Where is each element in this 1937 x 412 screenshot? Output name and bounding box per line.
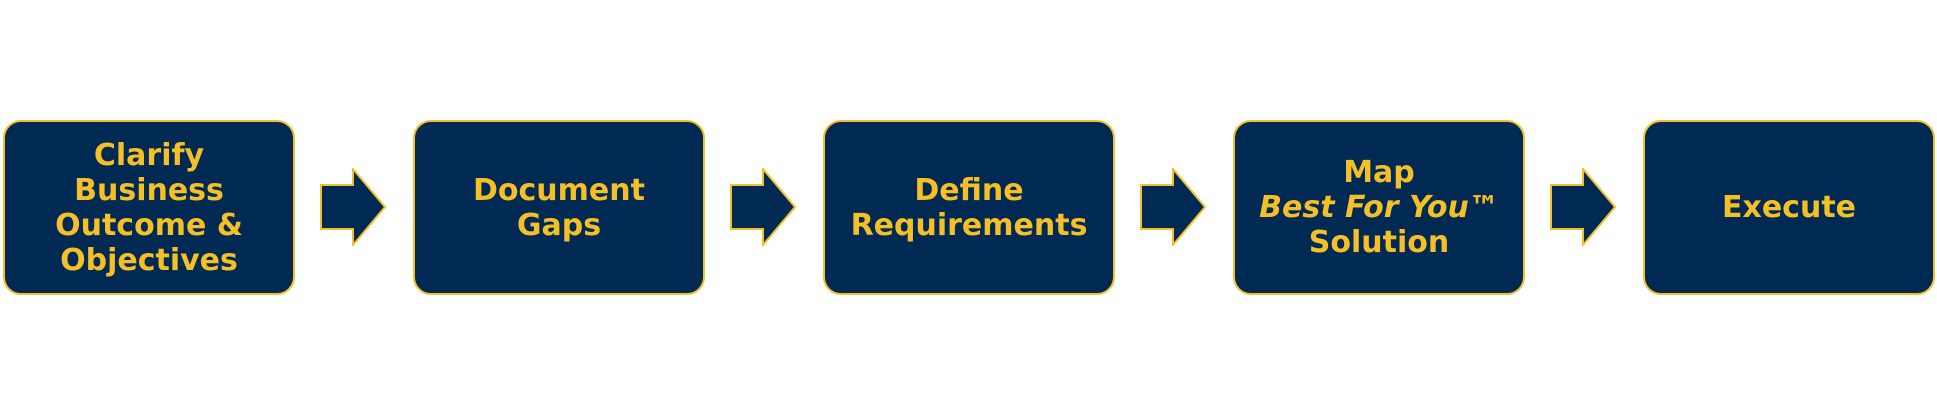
step-clarify-business-outcome: Clarify Business Outcome & Objectives <box>3 120 295 295</box>
right-arrow-shape <box>1140 168 1206 246</box>
step-4-line-2: Best For You™ <box>1259 190 1499 225</box>
step-document-gaps: Document Gaps <box>413 120 705 295</box>
right-arrow-shape <box>730 168 796 246</box>
step-1-line-1: Clarify <box>93 137 205 173</box>
step-2-line-1: Document <box>473 172 645 208</box>
step-3-line-1: Define <box>914 172 1024 208</box>
step-3-line-2: Requirements <box>850 207 1088 243</box>
right-arrow-icon <box>1550 168 1616 246</box>
right-arrow-icon <box>730 168 796 246</box>
step-define-requirements: Define Requirements <box>823 120 1115 295</box>
step-4-line-1: Map <box>1343 155 1415 190</box>
step-5-line-1: Execute <box>1721 190 1857 225</box>
step-1-line-4: Objectives <box>60 242 238 278</box>
step-map-solution: Map Best For You™ Solution <box>1233 120 1525 295</box>
step-4-line-3: Solution <box>1308 225 1450 260</box>
step-1-line-3: Outcome & <box>55 207 243 243</box>
right-arrow-icon <box>320 168 386 246</box>
step-2-line-2: Gaps <box>516 207 602 243</box>
right-arrow-shape <box>320 168 386 246</box>
right-arrow-icon <box>1140 168 1206 246</box>
step-1-line-2: Business <box>74 172 224 208</box>
right-arrow-shape <box>1550 168 1616 246</box>
step-execute: Execute <box>1643 120 1935 295</box>
